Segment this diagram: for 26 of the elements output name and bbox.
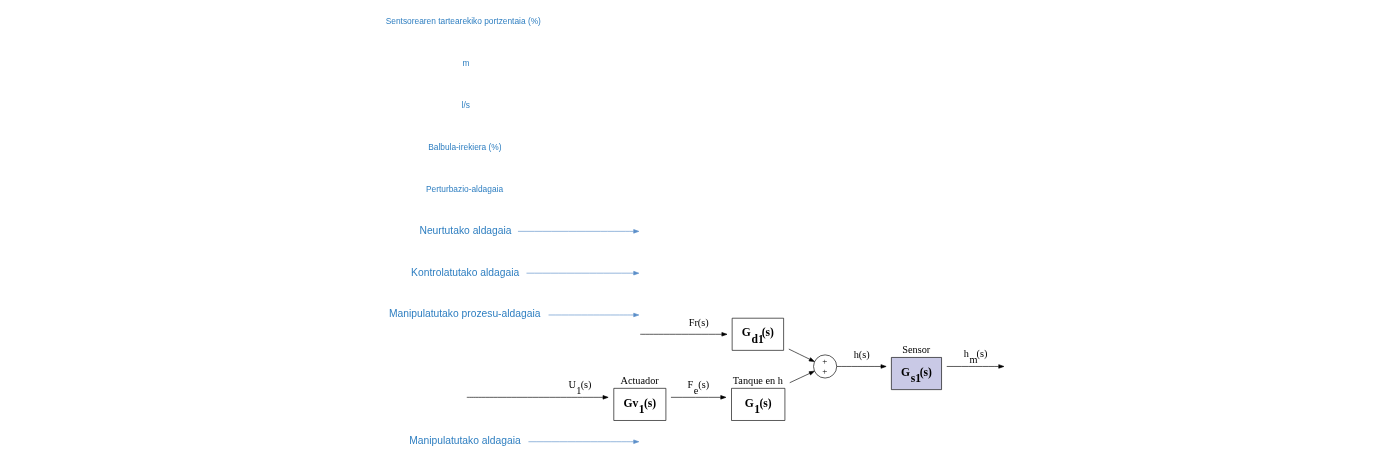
label: Sentsorearen tartearekiko portzentaia (%) [385, 16, 541, 27]
arrow [836, 364, 887, 369]
arrow [517, 229, 640, 234]
node-label: Tanque en h [732, 374, 783, 386]
arrow [789, 370, 815, 384]
label: l/s [461, 100, 471, 111]
arrow [528, 439, 640, 444]
node-circle: + + [813, 354, 838, 379]
node-text: Kontrolatutako aldagaia [411, 266, 520, 278]
node-text: Manipulatutako aldagaia [409, 435, 521, 447]
arrow [639, 332, 728, 337]
node-label: Actuador [620, 374, 659, 386]
label: Perturbazio-aldagaia [425, 183, 504, 194]
arrow [548, 312, 640, 318]
arrow [466, 395, 609, 400]
edge-label: Fr(s) [688, 316, 709, 328]
node-label: Sensor [902, 343, 931, 355]
arrow [526, 271, 640, 276]
label: Balbula-irekiera (%) [428, 141, 502, 152]
label: m [462, 58, 470, 69]
arrow [670, 395, 727, 400]
node-text: Manipulatutako prozesu-aldagaia [388, 308, 541, 320]
arrow [788, 348, 815, 362]
node-text: Neurtutako aldagaia [419, 224, 512, 236]
arrow [946, 364, 1005, 369]
edge-label: h(s) [853, 348, 870, 360]
